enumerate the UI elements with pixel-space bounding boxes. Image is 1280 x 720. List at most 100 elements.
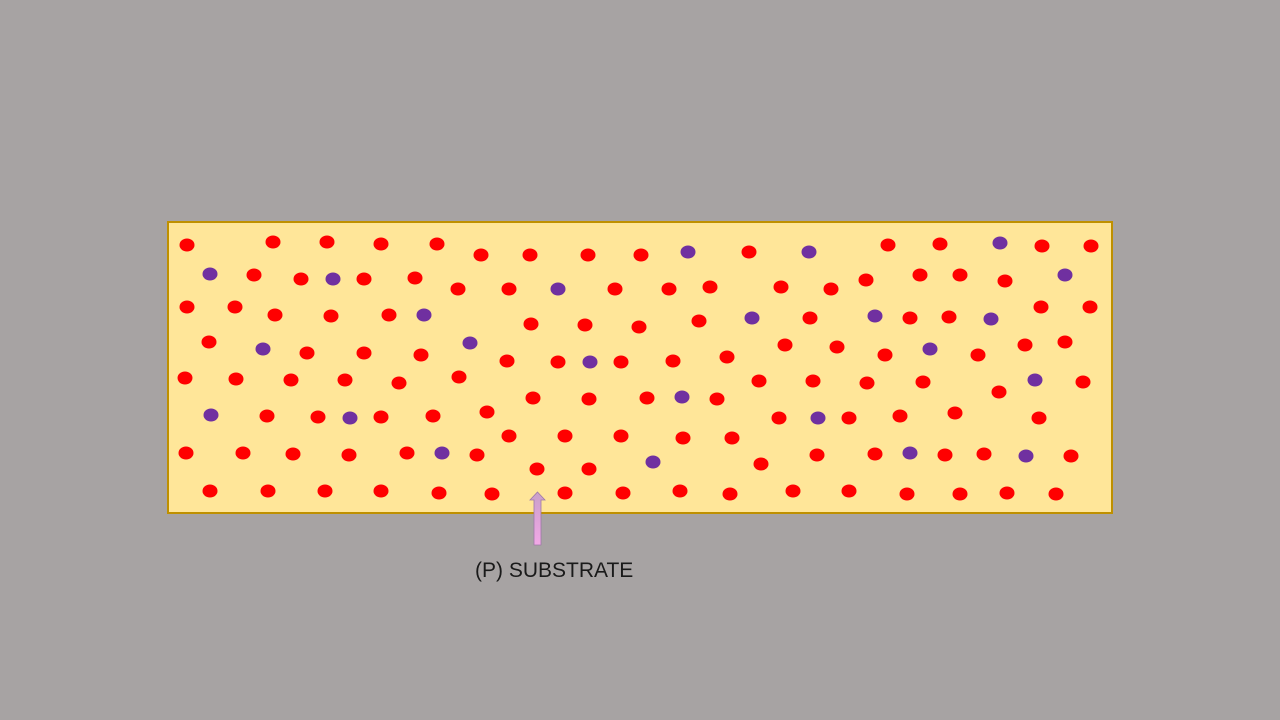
hole-particle: [999, 486, 1015, 500]
hole-particle: [709, 392, 725, 406]
hole-particle: [941, 310, 957, 324]
hole-particle: [741, 245, 757, 259]
electron-particle: [645, 455, 661, 469]
hole-particle: [615, 486, 631, 500]
hole-particle: [581, 392, 597, 406]
hole-particle: [373, 484, 389, 498]
electron-particle: [203, 408, 219, 422]
hole-particle: [867, 447, 883, 461]
hole-particle: [631, 320, 647, 334]
hole-particle: [823, 282, 839, 296]
hole-particle: [285, 447, 301, 461]
hole-particle: [407, 271, 423, 285]
hole-particle: [479, 405, 495, 419]
hole-particle: [771, 411, 787, 425]
electron-particle: [1027, 373, 1043, 387]
hole-particle: [976, 447, 992, 461]
hole-particle: [785, 484, 801, 498]
hole-particle: [484, 487, 500, 501]
hole-particle: [523, 317, 539, 331]
hole-particle: [525, 391, 541, 405]
hole-particle: [557, 429, 573, 443]
electron-particle: [674, 390, 690, 404]
hole-particle: [267, 308, 283, 322]
hole-particle: [356, 346, 372, 360]
hole-particle: [947, 406, 963, 420]
hole-particle: [381, 308, 397, 322]
electron-particle: [325, 272, 341, 286]
hole-particle: [399, 446, 415, 460]
hole-particle: [613, 355, 629, 369]
electron-particle: [582, 355, 598, 369]
electron-particle: [744, 311, 760, 325]
hole-particle: [1083, 239, 1099, 253]
hole-particle: [952, 487, 968, 501]
hole-particle: [310, 410, 326, 424]
electron-particle: [922, 342, 938, 356]
hole-particle: [899, 487, 915, 501]
hole-particle: [722, 487, 738, 501]
hole-particle: [702, 280, 718, 294]
hole-particle: [557, 486, 573, 500]
hole-particle: [473, 248, 489, 262]
hole-particle: [932, 237, 948, 251]
hole-particle: [773, 280, 789, 294]
hole-particle: [1057, 335, 1073, 349]
hole-particle: [880, 238, 896, 252]
hole-particle: [391, 376, 407, 390]
electron-particle: [983, 312, 999, 326]
hole-particle: [1048, 487, 1064, 501]
hole-particle: [201, 335, 217, 349]
hole-particle: [902, 311, 918, 325]
hole-particle: [672, 484, 688, 498]
hole-particle: [228, 372, 244, 386]
hole-particle: [501, 429, 517, 443]
hole-particle: [337, 373, 353, 387]
hole-particle: [724, 431, 740, 445]
hole-particle: [429, 237, 445, 251]
hole-particle: [877, 348, 893, 362]
hole-particle: [356, 272, 372, 286]
hole-particle: [373, 237, 389, 251]
hole-particle: [373, 410, 389, 424]
hole-particle: [469, 448, 485, 462]
electron-particle: [867, 309, 883, 323]
hole-particle: [227, 300, 243, 314]
hole-particle: [323, 309, 339, 323]
hole-particle: [613, 429, 629, 443]
hole-particle: [1082, 300, 1098, 314]
hole-particle: [937, 448, 953, 462]
hole-particle: [1031, 411, 1047, 425]
hole-particle: [283, 373, 299, 387]
hole-particle: [892, 409, 908, 423]
hole-particle: [719, 350, 735, 364]
hole-particle: [317, 484, 333, 498]
hole-particle: [912, 268, 928, 282]
hole-particle: [691, 314, 707, 328]
hole-particle: [265, 235, 281, 249]
electron-particle: [992, 236, 1008, 250]
electron-particle: [801, 245, 817, 259]
hole-particle: [661, 282, 677, 296]
electron-particle: [1057, 268, 1073, 282]
hole-particle: [501, 282, 517, 296]
hole-particle: [1075, 375, 1091, 389]
hole-particle: [319, 235, 335, 249]
electron-particle: [902, 446, 918, 460]
hole-particle: [858, 273, 874, 287]
hole-particle: [970, 348, 986, 362]
substrate-block: [167, 221, 1113, 514]
hole-particle: [751, 374, 767, 388]
hole-particle: [202, 484, 218, 498]
electron-particle: [680, 245, 696, 259]
electron-particle: [810, 411, 826, 425]
electron-particle: [255, 342, 271, 356]
substrate-label: (P) SUBSTRATE: [475, 559, 634, 582]
hole-particle: [802, 311, 818, 325]
electron-particle: [434, 446, 450, 460]
hole-particle: [522, 248, 538, 262]
electron-particle: [202, 267, 218, 281]
hole-particle: [179, 300, 195, 314]
electron-particle: [1018, 449, 1034, 463]
